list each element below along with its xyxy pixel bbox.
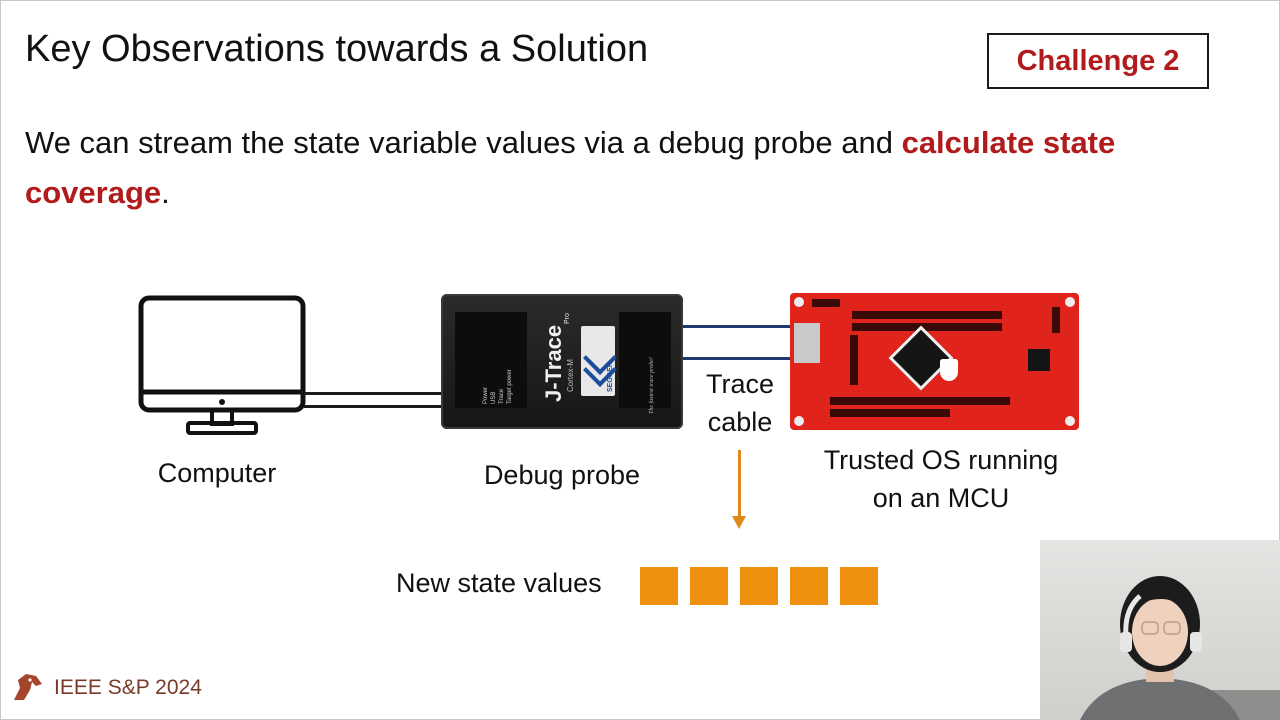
led-label-trace: Trace [499,388,505,404]
segger-logo: SEGGER [581,326,617,396]
probe-maker-text: SEGGER [607,362,614,392]
body-text-end: . [161,175,170,210]
mcu-label-line2: on an MCU [872,483,1010,513]
usb-cable [304,392,441,395]
state-value-square [690,567,728,605]
led-label-power: Power [483,387,489,404]
mcu-label-line1: Trusted OS running [823,445,1059,475]
conference-label: IEEE S&P 2024 [54,676,202,699]
trace-cable-lower [683,357,790,360]
body-text-highlight: calculate state coverage [25,125,1116,210]
slide-title: Key Observations towards a Solution [25,28,649,70]
led-label-target-power: Target power [507,369,513,404]
trace-cable-upper [683,325,790,328]
horse-logo-icon [14,674,42,700]
state-values-label: New state values [396,568,602,598]
usb-cable-lower [304,405,441,408]
debug-probe-image: J-Trace Pro Cortex-M SEGGER Power USB Tr… [441,294,683,429]
presenter-video [1040,540,1280,720]
flow-arrow-head [732,516,746,529]
probe-brand-sup: Pro [564,313,571,324]
body-text-plain: We can stream the state variable values … [25,125,902,160]
computer-label: Computer [157,458,277,488]
state-value-square [840,567,878,605]
mcu-board-image [790,293,1079,430]
probe-tagline: The fastest trace probe! [648,357,655,414]
slide-body-text: We can stream the state variable values … [25,118,1225,218]
probe-led-labels: Power USB Trace Target power [483,369,513,404]
debug-probe-label: Debug probe [483,460,641,490]
led-label-usb: USB [491,392,497,404]
challenge-badge: Challenge 2 [987,33,1209,89]
state-value-squares [640,567,878,605]
state-value-square [790,567,828,605]
probe-tagline-text: The fastest trace probe! [648,357,655,414]
trace-cable-label-line1: Trace [705,369,774,399]
state-value-square [740,567,778,605]
flow-arrow-shaft [738,450,741,518]
probe-brand: J-Trace Pro Cortex-M [541,313,575,402]
state-value-square [640,567,678,605]
probe-model-text: Cortex-M [566,359,575,392]
monitor-icon [138,295,308,442]
trace-cable-label-line2: cable [707,407,773,437]
footer: IEEE S&P 2024 [10,670,202,706]
probe-brand-text: J-Trace [541,325,566,402]
